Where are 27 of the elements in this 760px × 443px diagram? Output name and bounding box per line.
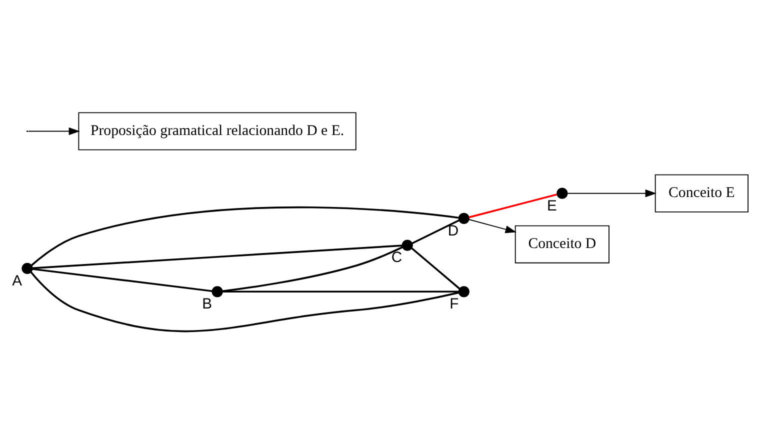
node-label: B <box>202 296 212 312</box>
connector <box>222 290 459 292</box>
connector <box>222 246 403 292</box>
node-label: D <box>448 222 459 239</box>
node-circle <box>458 212 470 224</box>
connector <box>32 244 402 269</box>
arrow <box>468 218 516 233</box>
node-circle <box>556 187 568 198</box>
node-label: C <box>391 250 402 266</box>
node-label: E <box>547 198 557 214</box>
node-box: Conceito E <box>654 174 748 212</box>
node-label: F <box>450 296 459 312</box>
connector <box>411 247 460 289</box>
node-circle <box>22 262 33 274</box>
node-box: Proposição gramatical relacionando D e E. <box>78 112 356 150</box>
connector <box>412 218 460 244</box>
connector <box>30 206 459 266</box>
node-circle <box>458 286 470 297</box>
arrow <box>28 126 80 135</box>
connector <box>32 268 212 292</box>
node-circle <box>212 286 223 297</box>
node-box: Conceito D <box>514 224 610 263</box>
node-circle <box>402 239 413 250</box>
connector <box>30 271 459 332</box>
node-label: A <box>12 272 22 289</box>
connector <box>468 193 558 218</box>
arrow <box>566 188 656 197</box>
